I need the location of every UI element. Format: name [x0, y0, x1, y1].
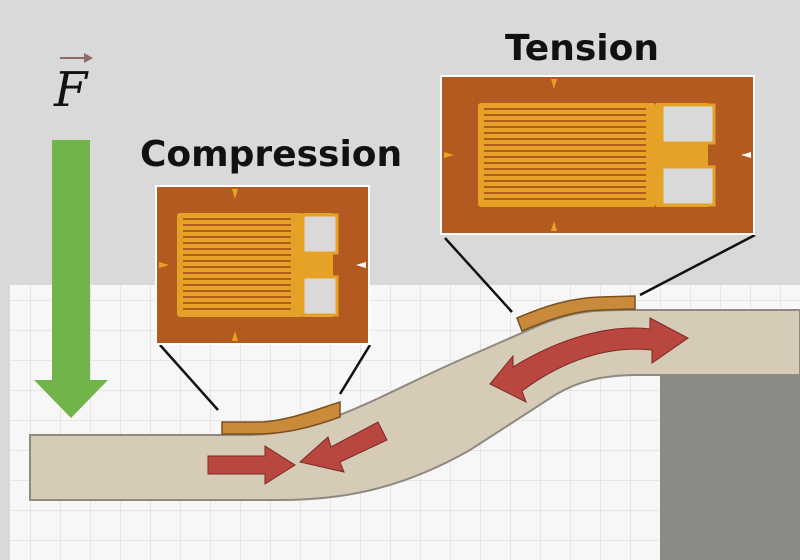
compression-callout-line-left: [159, 344, 219, 411]
compression-gauge-foil-lines: [183, 218, 291, 310]
compression-gauge-pad-bottom: [301, 275, 339, 317]
tension-gauge-pad-top: [660, 103, 716, 145]
force-indicator: F: [34, 53, 108, 418]
tension-gauge-mark-top: [551, 79, 557, 89]
bent-beam: [29, 309, 800, 501]
compression-gauge-mark-right: [356, 262, 366, 268]
compression-arrow-right-icon: [207, 445, 296, 485]
compression-label: Compression: [140, 134, 402, 175]
compression-gauge-mark-bottom: [232, 331, 238, 341]
tension-gauge-strip: [516, 295, 636, 332]
tension-curved-double-arrow-icon: [489, 317, 689, 404]
compression-gauge-pad-top: [301, 213, 339, 255]
tension-gauge-mark-left: [444, 152, 454, 158]
compression-gauge-mark-top: [232, 189, 238, 199]
force-symbol: F: [53, 62, 89, 118]
force-arrow-shaft: [52, 140, 90, 380]
tension-gauge-foil-lines: [484, 108, 646, 200]
tension-gauge-closeup: [440, 75, 755, 235]
tension-label: Tension: [505, 28, 659, 69]
tension-callout-line-left: [444, 237, 513, 313]
support-block: [660, 375, 800, 560]
down-arrow-icon: [34, 380, 108, 418]
vector-arrow-icon: [84, 53, 93, 63]
compression-callout-line-right: [338, 344, 372, 395]
compression-gauge-mark-left: [159, 262, 169, 268]
tension-gauge-mark-right: [741, 152, 751, 158]
tension-gauge-grid-area: [478, 103, 656, 207]
compression-gauge-grid-area: [177, 213, 303, 317]
tension-gauge-mark-bottom: [551, 221, 557, 231]
tension-callout-line-right: [639, 233, 756, 297]
compression-arrow-left-icon: [298, 421, 388, 473]
compression-gauge-strip: [221, 400, 341, 435]
tension-gauge-pad-bottom: [660, 165, 716, 207]
compression-gauge-closeup: [155, 185, 370, 345]
stress-arrows: [207, 317, 689, 485]
